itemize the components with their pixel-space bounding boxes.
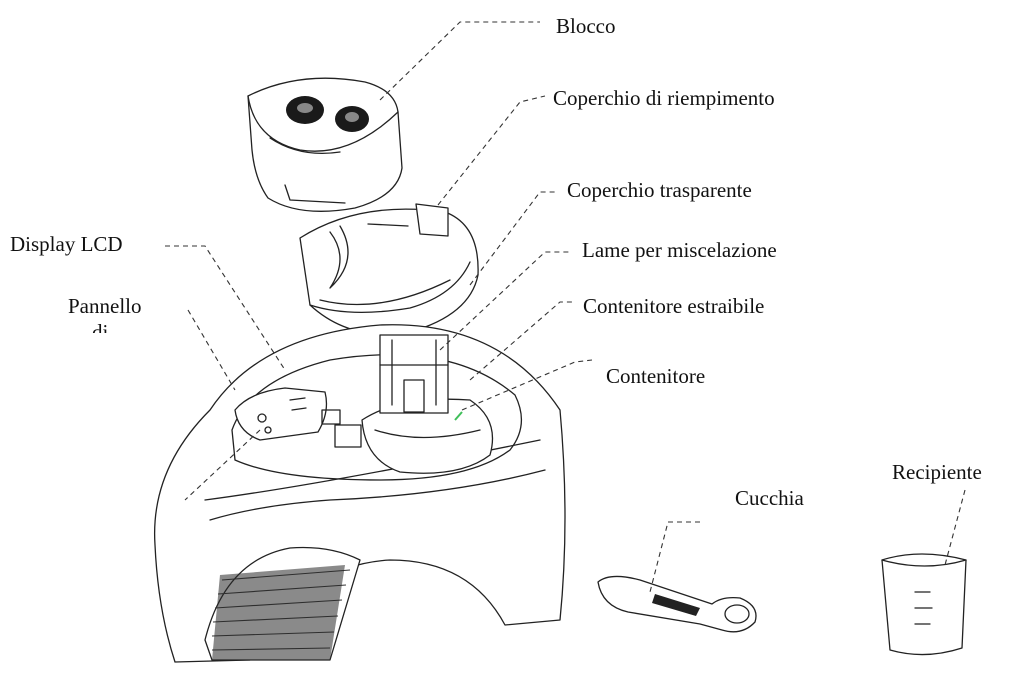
label-contenitore: Contenitore — [606, 366, 705, 387]
label-pannello-cut: di — [92, 322, 108, 333]
vent-grille — [212, 565, 350, 660]
label-coperchio-riempimento: Coperchio di riempimento — [553, 88, 775, 109]
label-cucchia: Cucchia — [735, 488, 804, 509]
label-recipiente: Recipiente — [892, 462, 982, 483]
base-body-part — [155, 325, 565, 662]
label-display-lcd: Display LCD — [10, 234, 123, 255]
recipiente-part — [882, 554, 966, 655]
label-pannello: Pannello — [68, 296, 142, 317]
label-lame-miscelazione: Lame per miscelazione — [582, 240, 777, 261]
label-contenitore-estraibile: Contenitore estraibile — [583, 296, 764, 317]
coperchio-trasparente-part — [300, 204, 478, 334]
label-coperchio-trasparente: Coperchio trasparente — [567, 180, 752, 201]
cucchia-part — [598, 576, 756, 631]
label-blocco: Blocco — [556, 16, 615, 37]
blocco-part — [248, 78, 402, 211]
